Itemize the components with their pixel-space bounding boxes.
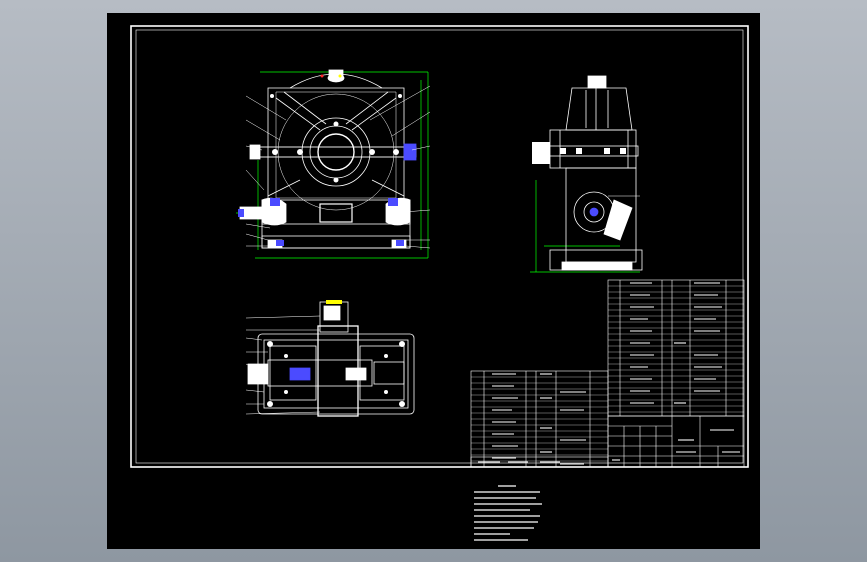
front-view[interactable] — [236, 69, 431, 259]
parts-list-lower[interactable] — [470, 370, 609, 468]
inner-frame — [135, 29, 744, 464]
side-view[interactable] — [530, 75, 643, 273]
model-space — [107, 13, 760, 549]
table-footer-strip — [470, 456, 609, 468]
top-view[interactable] — [245, 300, 415, 417]
title-block[interactable] — [607, 415, 745, 468]
technical-notes[interactable] — [474, 485, 542, 541]
outer-frame — [130, 25, 749, 468]
